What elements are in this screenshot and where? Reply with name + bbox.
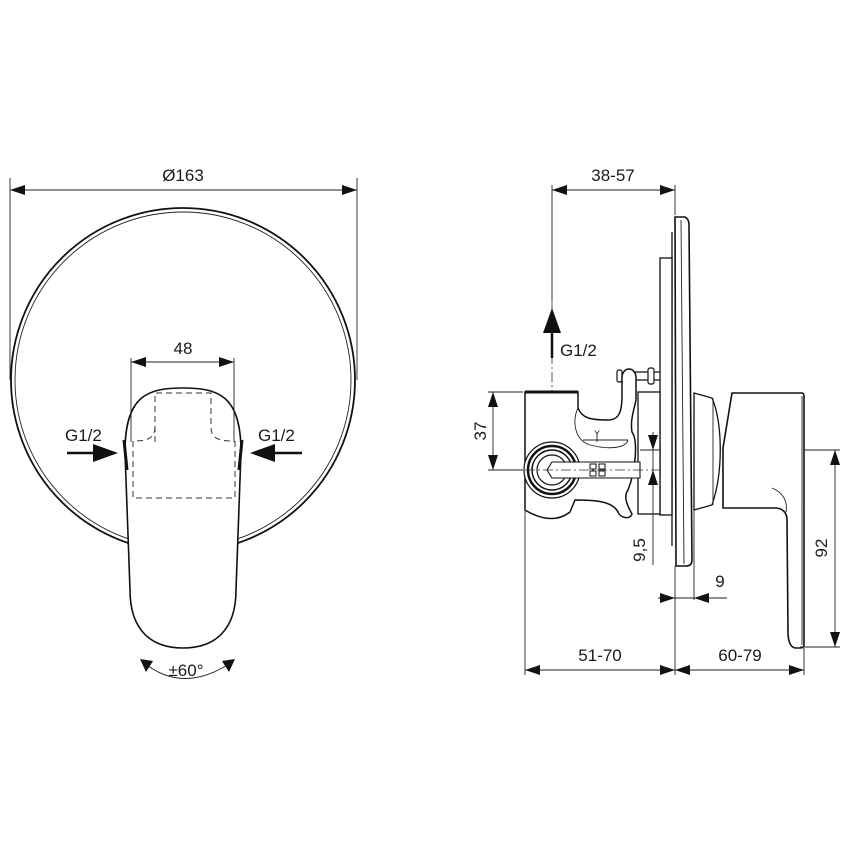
wall-depth-label: 38-57 bbox=[591, 166, 634, 185]
arrowhead-icon bbox=[694, 593, 709, 603]
valve-inner-curve bbox=[574, 407, 629, 449]
handle-width-label: 48 bbox=[174, 339, 193, 358]
cover-plate-profile bbox=[674, 216, 693, 567]
arrowhead-icon bbox=[10, 185, 25, 195]
arrowhead-icon bbox=[648, 435, 658, 450]
lever-edge-left bbox=[122, 439, 129, 471]
stem-cross-3 bbox=[589, 470, 597, 477]
cover-plate-inner-line bbox=[680, 219, 685, 565]
arrowhead-icon bbox=[488, 455, 498, 470]
rosette bbox=[693, 392, 721, 511]
side-view: 38-57 G1/2 Y bbox=[471, 166, 840, 675]
diameter-label: Ø163 bbox=[162, 166, 204, 185]
lever-handle-side bbox=[722, 392, 805, 649]
arrowhead-icon bbox=[660, 185, 675, 195]
direction-mark-icon: Y bbox=[593, 430, 600, 440]
inner-flange bbox=[637, 391, 661, 515]
rotation-label: ±60° bbox=[168, 661, 203, 680]
outlet-arrow-icon bbox=[543, 308, 561, 333]
stem-cross-4 bbox=[598, 470, 606, 477]
arrowhead-icon bbox=[552, 185, 567, 195]
arrowhead-icon bbox=[219, 357, 234, 367]
arrowhead-icon bbox=[830, 450, 840, 465]
arrowhead-icon bbox=[131, 357, 146, 367]
arrowhead-icon bbox=[342, 185, 357, 195]
front-projection-label: 60-79 bbox=[718, 646, 761, 665]
inlet-right-label: G1/2 bbox=[258, 426, 295, 445]
hidden-outline-upper bbox=[154, 392, 234, 442]
rotation-arrow-right-icon bbox=[222, 659, 235, 672]
rotation-arrow-left-icon bbox=[140, 659, 153, 672]
offset-label: 9,5 bbox=[630, 538, 649, 562]
arrowhead-icon bbox=[789, 665, 804, 675]
plate-thickness-label: 9 bbox=[715, 572, 724, 591]
lever-curve bbox=[771, 487, 787, 513]
rotation-arc bbox=[142, 661, 233, 679]
arrowhead-icon bbox=[660, 665, 675, 675]
arrowhead-icon bbox=[488, 392, 498, 407]
arrowhead-icon bbox=[648, 470, 658, 485]
bolt-nut bbox=[647, 367, 655, 385]
inlet-left-arrow-icon bbox=[93, 444, 118, 462]
stem-cross-1 bbox=[589, 463, 597, 470]
arrowhead-icon bbox=[660, 593, 675, 603]
rear-depth-label: 51-70 bbox=[578, 646, 621, 665]
arrowhead-icon bbox=[830, 632, 840, 647]
lever-handle bbox=[124, 387, 242, 649]
lever-edge-right bbox=[237, 439, 244, 471]
hidden-outline-upper-left bbox=[132, 426, 156, 442]
inlet-right-arrow-icon bbox=[250, 444, 275, 462]
stem-cross-2 bbox=[598, 463, 606, 470]
arrowhead-icon bbox=[525, 665, 540, 675]
arrowhead-icon bbox=[675, 665, 690, 675]
mounting-frame bbox=[659, 257, 673, 516]
handle-height-label: 92 bbox=[812, 539, 831, 558]
outlet-label: G1/2 bbox=[560, 341, 597, 360]
inlet-left-label: G1/2 bbox=[65, 426, 102, 445]
body-height-label: 37 bbox=[471, 422, 490, 441]
front-view: Ø163 48 G1/2 G1/2 ±60° bbox=[9, 166, 358, 680]
